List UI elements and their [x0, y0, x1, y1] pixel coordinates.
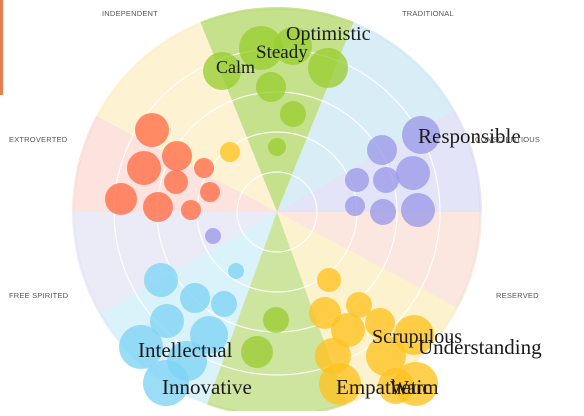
bubble-purple-26	[205, 228, 221, 244]
bubble-yellow-45	[394, 315, 434, 355]
axis-label-free-spirited: FREE SPIRITED	[9, 291, 69, 300]
bubble-yellow-48	[378, 368, 414, 404]
bubble-blue-28	[228, 263, 244, 279]
sector-orange-lower-right	[277, 212, 482, 309]
bubble-yellow-46	[319, 363, 361, 405]
bubble-orange-15	[181, 200, 201, 220]
bubble-blue-29	[180, 283, 210, 313]
bubble-blue-31	[150, 304, 184, 338]
bubble-yellow-39	[346, 292, 372, 318]
trait-label-responsible: Responsible	[418, 124, 521, 148]
wheel-ring-4	[236, 171, 318, 253]
trait-label-steady: Steady	[256, 42, 308, 63]
bubble-orange-14	[143, 192, 173, 222]
bubble-orange-13	[105, 183, 137, 215]
trait-label-empathetic: Empathetic	[336, 375, 432, 399]
bubble-green-7	[268, 138, 286, 156]
bubble-green-36	[263, 307, 289, 333]
bubble-blue-33	[119, 325, 163, 369]
bubble-purple-22	[396, 156, 430, 190]
trait-label-understanding: Understanding	[418, 335, 542, 359]
bubble-green-3	[308, 48, 348, 88]
bubble-blue-27	[144, 263, 178, 297]
trait-label-scrupulous: Scrupulous	[372, 326, 462, 348]
bubble-purple-21	[373, 167, 399, 193]
bubble-orange-16	[200, 182, 220, 202]
bubble-yellow-40	[309, 297, 341, 329]
bubble-yellow-17	[220, 142, 240, 162]
axis-label-independent: INDEPENDENT	[102, 9, 158, 18]
left-accent-bar	[0, 0, 3, 95]
trait-label-warm: Warm	[390, 377, 439, 399]
bubble-green-37	[241, 336, 273, 368]
sector-blue-upper-right	[277, 21, 455, 213]
bubble-purple-19	[367, 135, 397, 165]
trait-label-intellectual: Intellectual	[138, 338, 233, 362]
trait-label-innovative: Innovative	[162, 375, 252, 399]
axis-label-conscientious: CONSCIENTIOUS	[475, 135, 541, 144]
trait-label-calm: Calm	[216, 57, 255, 77]
axis-label-reserved: RESERVED	[496, 291, 539, 300]
bubble-green-1	[239, 26, 283, 70]
trait-label-optimistic: Optimistic	[286, 23, 371, 45]
bubble-purple-20	[345, 168, 369, 192]
bubble-green-5	[256, 72, 286, 102]
bubble-green-2	[274, 27, 312, 65]
bubble-yellow-41	[365, 308, 395, 338]
bubble-blue-35	[143, 360, 189, 406]
bubble-orange-8	[135, 113, 169, 147]
bubble-purple-24	[370, 199, 396, 225]
bubble-yellow-44	[366, 336, 406, 376]
bubble-orange-12	[194, 158, 214, 178]
bubble-orange-9	[127, 151, 161, 185]
bubble-purple-23	[345, 196, 365, 216]
axis-label-extroverted: EXTROVERTED	[9, 135, 68, 144]
bubble-blue-32	[190, 316, 228, 354]
bubble-purple-25	[401, 193, 435, 227]
bubble-orange-10	[162, 141, 192, 171]
bubble-orange-11	[164, 170, 188, 194]
bubble-green-4	[203, 52, 241, 90]
axis-label-traditional: TRADITIONAL	[402, 9, 454, 18]
bubble-blue-30	[211, 291, 237, 317]
bubble-yellow-38	[317, 268, 341, 292]
sector-yellow-upper-left	[95, 21, 277, 213]
bubble-yellow-42	[331, 313, 365, 347]
sector-purple-left	[72, 212, 277, 315]
bubble-purple-18	[402, 116, 440, 154]
bubble-green-6	[280, 101, 306, 127]
